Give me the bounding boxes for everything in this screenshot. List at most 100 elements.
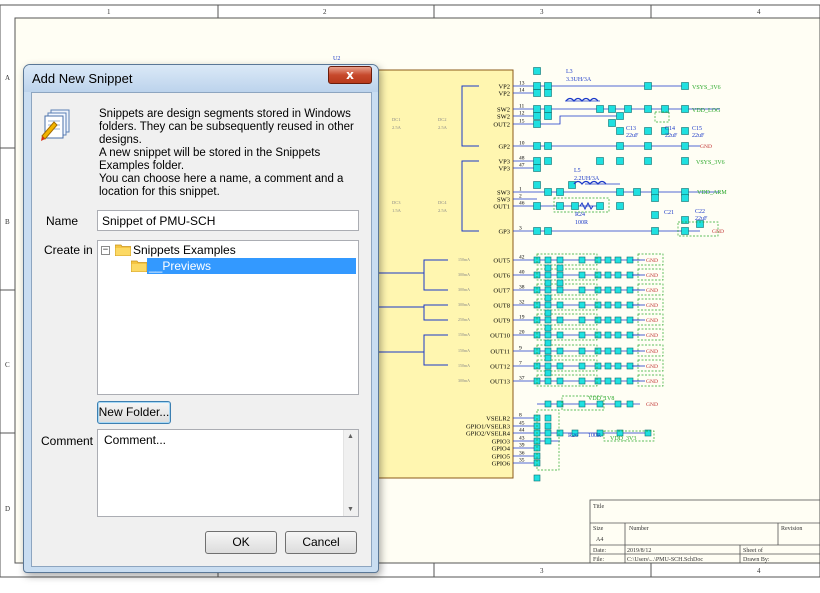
pin-name: OUT8 xyxy=(493,303,510,310)
selection-outline xyxy=(536,268,598,281)
pin-name: SW2 xyxy=(497,107,510,114)
selected-pad xyxy=(614,377,622,385)
svg-text:2.5A: 2.5A xyxy=(438,208,448,213)
cancel-button[interactable]: Cancel xyxy=(285,531,357,554)
pin-name: OUT2 xyxy=(493,122,510,129)
tree-item-snippets-examples[interactable]: − Snippets Examples xyxy=(98,242,356,258)
part-c21: C21 xyxy=(664,210,674,216)
close-button[interactable]: x xyxy=(328,66,372,84)
selected-pad xyxy=(533,157,541,165)
net-vdd-log: VDD_LOG xyxy=(692,108,721,114)
selected-pad xyxy=(681,142,689,150)
inductor-l5 xyxy=(573,180,607,185)
tree-item-label: Snippets Examples xyxy=(133,243,236,257)
selected-pad xyxy=(596,202,604,210)
part-c13-value: 22uF xyxy=(626,133,639,139)
gpio-pin-name: VSELR2 xyxy=(486,416,510,423)
selected-pad xyxy=(578,377,586,385)
selection-outline xyxy=(637,359,664,372)
pin-number: 38 xyxy=(519,285,525,291)
selected-pad xyxy=(533,227,541,235)
name-input[interactable]: Snippet of PMU-SCH xyxy=(97,210,359,231)
comment-scrollbar[interactable]: ▲ ▼ xyxy=(343,430,358,516)
selected-pad xyxy=(544,82,552,90)
collapse-icon[interactable]: − xyxy=(101,245,110,255)
tb-drawn: Drawn By: xyxy=(743,557,770,563)
scroll-up-icon[interactable]: ▲ xyxy=(347,433,354,440)
comment-text: Comment... xyxy=(104,433,167,447)
selected-pad xyxy=(544,377,552,385)
selected-pad xyxy=(681,194,689,202)
selected-pad xyxy=(544,339,552,347)
pin-name: OUT7 xyxy=(493,288,510,295)
selected-pad xyxy=(594,271,602,279)
pin-number: 46 xyxy=(519,201,525,207)
pin-number: 37 xyxy=(519,376,525,382)
part-c15: C15 xyxy=(692,126,702,132)
selected-pad xyxy=(544,437,552,445)
title-block xyxy=(589,499,820,564)
row-label-a: A xyxy=(5,74,10,82)
dialog-titlebar[interactable]: Add New Snippet x xyxy=(24,65,378,92)
pin-name: SW3 xyxy=(497,197,510,204)
selected-pad xyxy=(556,279,564,287)
part-c14-value: 22uF xyxy=(665,133,678,139)
pin-number: 10 xyxy=(519,141,525,147)
selected-pad xyxy=(644,142,652,150)
pin-name: OUT9 xyxy=(493,318,510,325)
selected-pad xyxy=(544,286,552,294)
selected-pad xyxy=(571,429,579,437)
selection-outline xyxy=(637,253,664,266)
selected-pad xyxy=(578,362,586,370)
tb-size-value: A4 xyxy=(596,537,603,543)
selected-pad xyxy=(644,157,652,165)
net-vdd-1v8: VDD_1V8 xyxy=(588,396,614,402)
selected-pad xyxy=(681,227,689,235)
selection-outline xyxy=(536,298,598,311)
selected-pad xyxy=(544,422,552,430)
tree-item-previews[interactable]: __Previews xyxy=(98,258,356,274)
part-r26-value: 100R xyxy=(588,433,601,439)
gnd-label: GND xyxy=(646,318,658,324)
gnd-label: GND xyxy=(646,349,658,355)
selected-pad xyxy=(604,286,612,294)
selected-pad xyxy=(594,316,602,324)
selected-pad xyxy=(544,331,552,339)
part-c22-value: 22uF xyxy=(695,216,708,222)
selected-pad xyxy=(544,354,552,362)
selected-pad xyxy=(604,331,612,339)
col-label-3: 3 xyxy=(540,8,544,16)
wire xyxy=(537,115,620,125)
selected-pad xyxy=(578,400,586,408)
selected-pad xyxy=(544,301,552,309)
pin-number: 42 xyxy=(519,255,525,261)
pin-name: OUT1 xyxy=(493,204,510,211)
selection-outline xyxy=(553,197,610,213)
row-label-b: B xyxy=(5,218,10,226)
gnd-label: GND xyxy=(646,364,658,370)
ok-button[interactable]: OK xyxy=(205,531,277,554)
tb-revision: Revision xyxy=(781,526,802,532)
pin-number: 40 xyxy=(519,270,525,276)
selected-pad xyxy=(556,286,564,294)
gpio-pin-number: 35 xyxy=(519,458,525,464)
pin-name: OUT11 xyxy=(490,349,510,356)
gnd-label: GND xyxy=(646,333,658,339)
ldo-current-label: 250mA xyxy=(458,317,470,322)
row-label-c: C xyxy=(5,361,10,369)
info-line-1: Snippets are design segments stored in W… xyxy=(99,108,354,146)
gpio-pin-name: GPIO4 xyxy=(492,446,511,453)
selected-pad xyxy=(544,188,552,196)
new-folder-button[interactable]: New Folder... xyxy=(97,401,171,424)
gpio-pin-number: 36 xyxy=(519,451,525,457)
ldo-current-label: 150mA xyxy=(458,363,470,368)
selected-pad xyxy=(604,347,612,355)
selected-pad xyxy=(556,271,564,279)
scroll-down-icon[interactable]: ▼ xyxy=(347,506,354,513)
gpio-pin-name: GPIO2/VSELR4 xyxy=(466,431,511,438)
comment-textarea[interactable]: Comment... ▲ ▼ xyxy=(97,429,359,517)
svg-text:1.5A: 1.5A xyxy=(392,208,402,213)
folder-tree[interactable]: − Snippets Examples __Previews xyxy=(97,240,359,395)
part-l3-value: 3.3UH/3A xyxy=(566,77,592,83)
svg-text:DC4: DC4 xyxy=(438,200,447,205)
